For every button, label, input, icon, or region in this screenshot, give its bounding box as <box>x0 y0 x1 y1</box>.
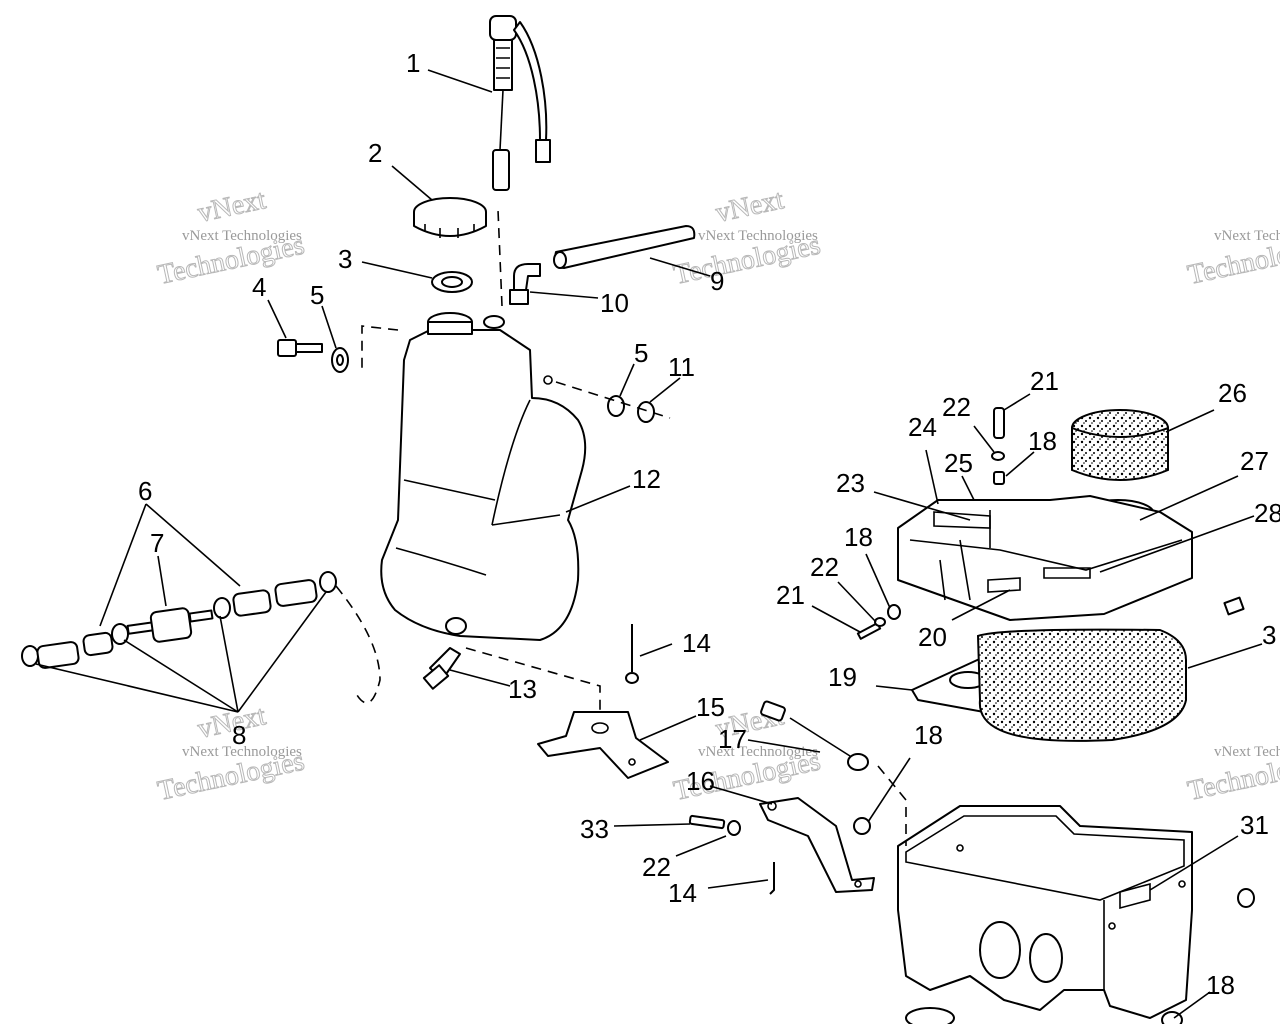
oil-tank-part <box>380 312 587 641</box>
callout-1: 1 <box>406 48 420 78</box>
callout-25: 25 <box>944 448 973 478</box>
callout-11: 11 <box>668 352 695 382</box>
watermark-company-1: vNext Technologies <box>182 228 302 244</box>
callout-9: 9 <box>710 266 724 296</box>
callout-8: 8 <box>232 720 246 750</box>
callout-31: 31 <box>1240 810 1269 840</box>
watermark-company-4: vNext Technologies <box>182 744 302 760</box>
air-box-assembly <box>688 407 1255 1024</box>
callout-14-top: 14 <box>682 628 711 658</box>
watermark-company-6: vNext Technologies <box>1214 744 1280 760</box>
watermark-company-2: vNext Technologies <box>698 228 818 244</box>
watermark-company-5: vNext Technologies <box>698 744 818 760</box>
callout-18-bottom: 18 <box>1206 970 1235 1000</box>
assembly-line-bolt <box>361 325 399 368</box>
callout-22-top: 22 <box>942 392 971 422</box>
callout-24: 24 <box>908 412 937 442</box>
callout-13: 13 <box>508 674 537 704</box>
assembly-line-nut <box>555 381 671 419</box>
callout-18-top: 18 <box>1028 426 1057 456</box>
bolt-part <box>277 339 349 373</box>
callout-6: 6 <box>138 476 152 506</box>
foam-filter-part <box>1071 409 1169 481</box>
callout-33: 33 <box>580 814 609 844</box>
callout-10: 10 <box>600 288 629 318</box>
airbox-lid-part <box>897 495 1193 621</box>
callout-21-top: 21 <box>1030 366 1059 396</box>
airbox-gasket-part <box>911 628 1187 742</box>
callout-2: 2 <box>368 138 382 168</box>
assembly-line-bracket <box>465 647 601 710</box>
callout-18-mid: 18 <box>914 720 943 750</box>
dipstick-part <box>489 15 551 191</box>
callout-27: 27 <box>1240 446 1269 476</box>
lid-hardware-part <box>856 407 1245 640</box>
tank-cap-part <box>413 197 487 238</box>
washer-nut-part <box>607 395 655 423</box>
assembly-line-fuel <box>335 585 381 704</box>
callout-12: 12 <box>632 464 661 494</box>
callout-15: 15 <box>696 692 725 722</box>
callout-4: 4 <box>252 272 266 302</box>
leader-lines <box>35 69 1263 1019</box>
callout-19: 19 <box>828 662 857 692</box>
callout-7: 7 <box>150 528 164 558</box>
oil-tank-assembly <box>21 15 696 779</box>
watermark-brand-1: vNext <box>195 184 269 229</box>
assembly-line-airbox <box>877 765 907 846</box>
assembly-line-dipstick <box>497 209 503 307</box>
callout-3: 3 <box>338 244 352 274</box>
callout-3-right: 3 <box>1262 620 1276 650</box>
callout-22-bottom: 22 <box>642 852 671 882</box>
airbox-base-part <box>897 805 1193 1019</box>
callout-5-right: 5 <box>634 338 648 368</box>
callout-22-left: 22 <box>810 552 839 582</box>
airbox-bracket-part <box>688 700 1255 1024</box>
watermark-company-3: vNext Technologies <box>1214 228 1280 244</box>
callout-5-left: 5 <box>310 280 324 310</box>
callout-16: 16 <box>686 766 715 796</box>
fuel-line-filter-part <box>21 571 337 669</box>
callout-23: 23 <box>836 468 865 498</box>
callout-28: 28 <box>1254 498 1280 528</box>
callout-21-left: 21 <box>776 580 805 610</box>
gasket-part <box>431 271 473 293</box>
tank-bracket-part <box>537 624 669 779</box>
callout-14-bottom: 14 <box>668 878 697 908</box>
callout-labels: 1 2 3 4 5 10 9 5 11 12 6 7 8 13 14 15 17… <box>138 48 1280 1000</box>
elbow-and-hose-part <box>509 225 696 305</box>
callout-20: 20 <box>918 622 947 652</box>
callout-26: 26 <box>1218 378 1247 408</box>
drain-fitting-part <box>422 647 461 690</box>
callout-18-left: 18 <box>844 522 873 552</box>
watermark-brand-2: vNext <box>713 184 787 229</box>
callout-17: 17 <box>718 724 747 754</box>
